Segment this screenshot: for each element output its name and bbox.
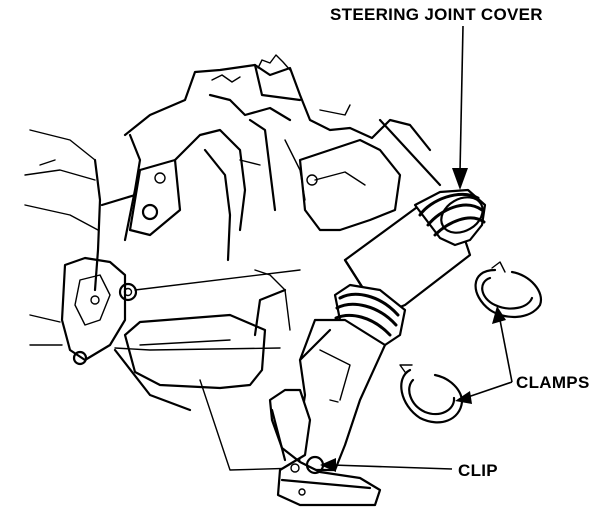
label-clip: CLIP (458, 461, 498, 480)
label-clamps: CLAMPS (516, 373, 590, 392)
leader-clip (320, 458, 453, 472)
clamp-upper (474, 261, 543, 318)
leader-steering-joint-cover (452, 25, 468, 190)
engine-compartment-background (24, 54, 442, 471)
steering-shaft-assembly (268, 188, 487, 507)
label-steering-joint-cover: STEERING JOINT COVER (330, 5, 543, 24)
leader-clamps (455, 306, 513, 404)
clamp-lower (399, 364, 464, 424)
